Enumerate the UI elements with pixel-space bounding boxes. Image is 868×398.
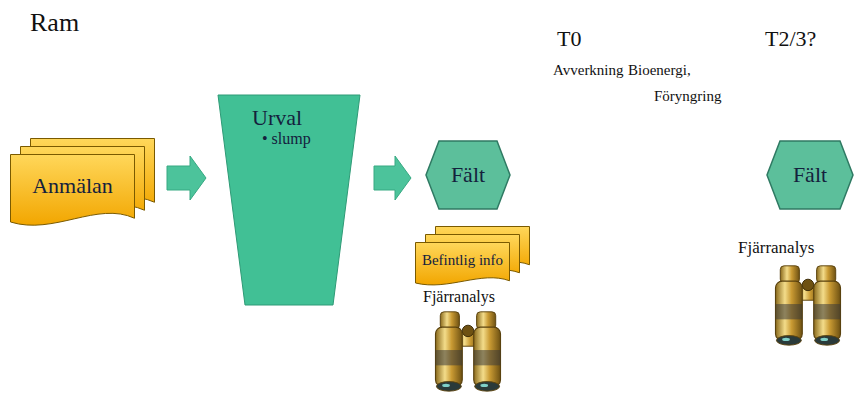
text-area: Anmälan (14, 156, 131, 214)
text-area: Urval• slump (252, 105, 326, 167)
node-bullet: • slump (262, 130, 311, 148)
funnel-outline (218, 95, 360, 305)
document-stack: Anmälan (10, 138, 155, 230)
text-area: Befintlig info (419, 244, 506, 278)
block-arrow (167, 156, 206, 200)
document-page (416, 243, 510, 285)
method-label: Fjärranalys (423, 288, 495, 306)
node-title: Urval (252, 105, 302, 130)
process-hexagon: Fält (425, 140, 511, 210)
time-label: T2/3? (765, 26, 816, 51)
hexagon-outline (426, 141, 510, 209)
activity-label: Bioenergi, (628, 62, 691, 79)
node-title: Fält (793, 162, 827, 187)
hexagon-outline (767, 141, 853, 209)
document-page (11, 155, 135, 226)
activity-label: Avverkning (553, 62, 624, 79)
slide-title: Ram (30, 8, 79, 38)
process-hexagon: Fält (766, 140, 854, 210)
node-title: Befintlig info (422, 252, 503, 269)
method-label: Fjärranalys (738, 238, 814, 258)
binoculars-icon (776, 266, 841, 345)
activity-label: Föryngring (654, 88, 722, 105)
node-title: Fält (451, 162, 485, 187)
text-area: Fält (441, 144, 495, 206)
document-stack: Befintlig info (415, 226, 530, 288)
block-arrow (374, 156, 411, 200)
node-title: Anmälan (32, 173, 113, 198)
time-label: T0 (557, 26, 581, 51)
selection-funnel: Urval• slump (218, 95, 360, 305)
binoculars-icon (436, 312, 501, 391)
text-area: Fält (782, 144, 838, 206)
